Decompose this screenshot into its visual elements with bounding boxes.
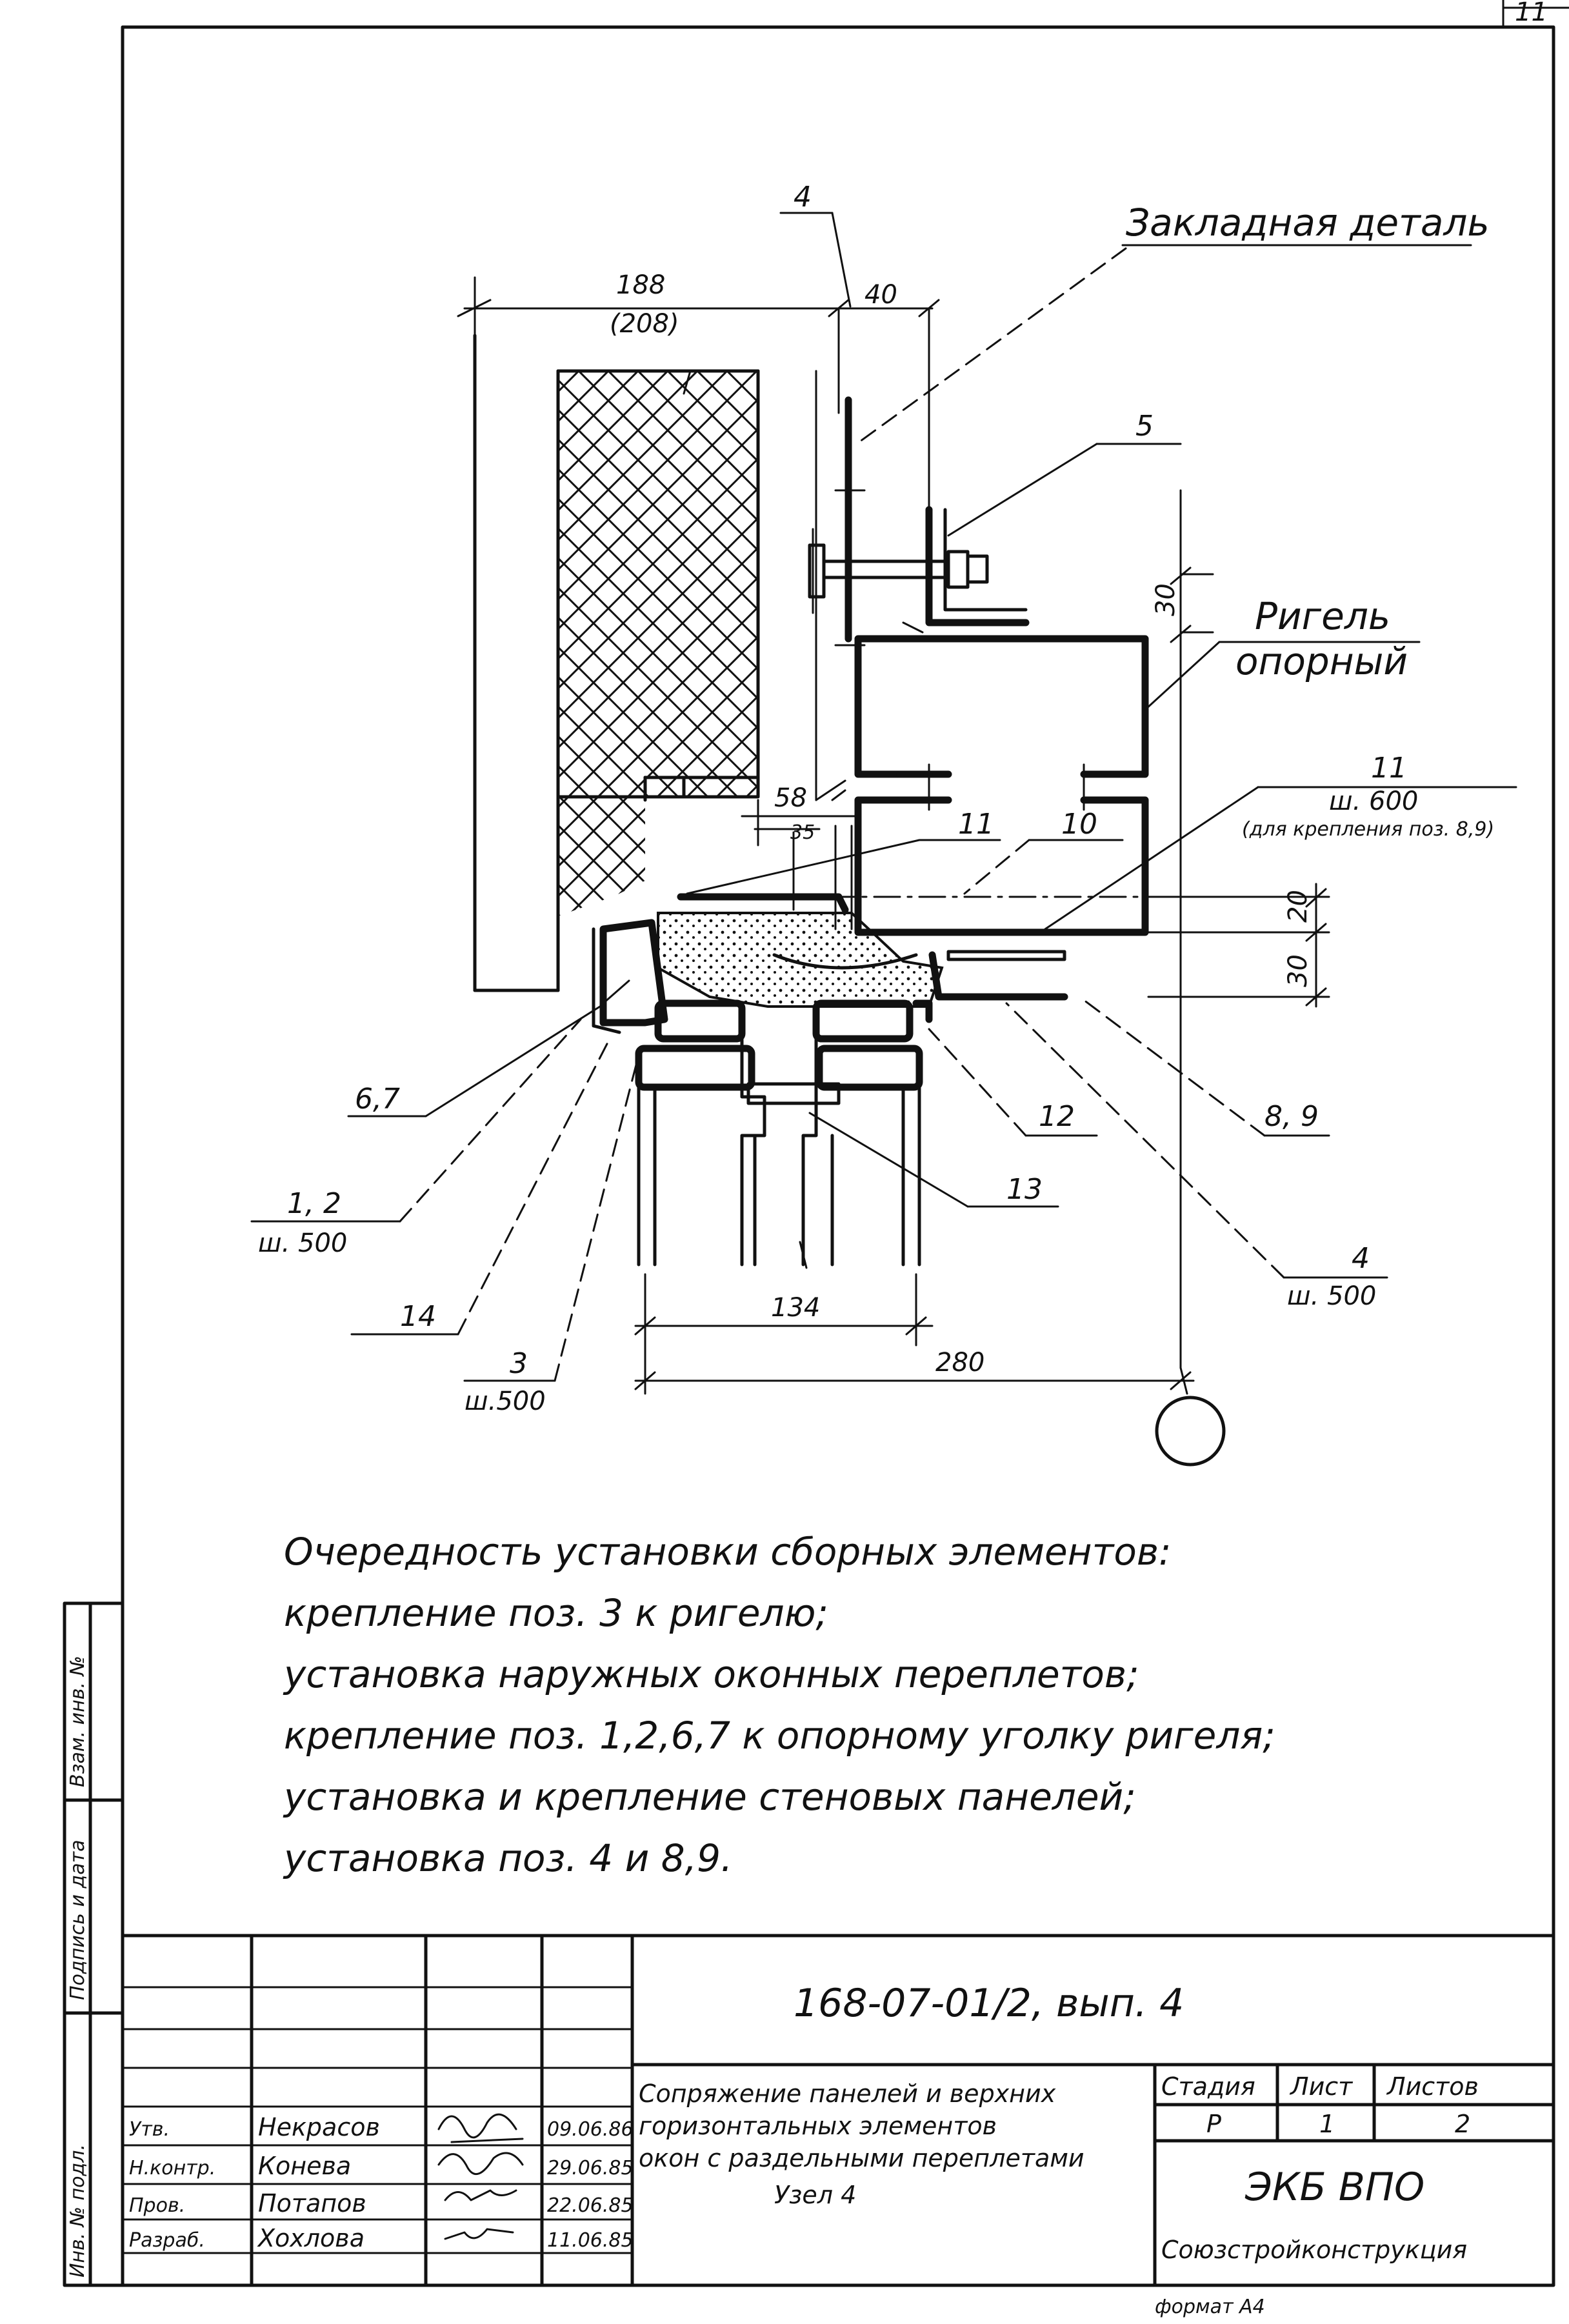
- dim-208: (208): [610, 309, 679, 339]
- sheets-value: 2: [1455, 2110, 1470, 2138]
- tb-role-3: Пров.: [129, 2194, 185, 2217]
- tb-date-4: 11.06.85: [547, 2229, 634, 2252]
- label-pos10: 10: [1061, 808, 1097, 841]
- angle-pos5: [902, 506, 1030, 634]
- note-line-3: установка наружных оконных переплетов;: [283, 1652, 1139, 1696]
- title-line-4: Узел 4: [774, 2181, 856, 2209]
- window-sash-left: [635, 999, 766, 1267]
- title-line-2: горизонтальных элементов: [639, 2112, 997, 2140]
- dim-280: 280: [935, 1348, 984, 1377]
- title-line-1: Сопряжение панелей и верхних: [639, 2079, 1056, 2108]
- label-pos11-right-note: (для крепления поз. 8,9): [1242, 818, 1494, 841]
- signatures: [437, 2113, 524, 2240]
- note-line-4: крепление поз. 1,2,6,7 к опорному уголку…: [284, 1714, 1275, 1758]
- tb-date-2: 29.06.85: [547, 2157, 634, 2179]
- label-pos13: 13: [1006, 1173, 1043, 1206]
- sheet-header: Лист: [1289, 2072, 1354, 2101]
- leader-lines: [250, 212, 1517, 1382]
- stamp-vzam-inv: Взам. инв. №: [66, 1656, 89, 1787]
- wall-panel: [473, 334, 817, 992]
- side-stamp: [63, 1601, 125, 2287]
- label-pos4-bottom: 4: [1352, 1242, 1370, 1275]
- tb-role-4: Разраб.: [129, 2229, 205, 2252]
- label-pos3: 3: [510, 1347, 528, 1380]
- label-embedded-part: Закладная деталь: [1126, 201, 1490, 245]
- label-pos67: 6,7: [355, 1083, 400, 1116]
- dim-188: 188: [616, 270, 665, 300]
- tb-name-4: Хохлова: [257, 2224, 365, 2252]
- label-rigel-line2: опорный: [1235, 639, 1408, 683]
- label-pos11-right: 11: [1371, 752, 1407, 785]
- label-pos11-right-width: ш. 600: [1329, 786, 1418, 816]
- label-pos4-top: 4: [794, 181, 812, 214]
- label-pos12-top: 1, 2: [287, 1187, 341, 1220]
- tb-date-1: 09.06.86: [547, 2118, 634, 2141]
- label-pos12-width: ш. 500: [258, 1228, 347, 1258]
- label-pos5: 5: [1135, 410, 1154, 443]
- label-rigel-line1: Ригель: [1255, 594, 1390, 638]
- stage-value: Р: [1206, 2110, 1221, 2138]
- stamp-inv-podl: Инв. № подл.: [66, 2144, 89, 2278]
- note-line-6: установка поз. 4 и 8,9.: [283, 1836, 732, 1880]
- window-sash-right: [746, 999, 933, 1267]
- rigel-beam: [828, 489, 1182, 1369]
- sheets-header: Листов: [1386, 2072, 1479, 2101]
- label-pos89: 8, 9: [1264, 1100, 1319, 1133]
- dim-40: 40: [864, 280, 897, 310]
- dim-58: 58: [774, 783, 807, 813]
- label-pos3-width: ш.500: [465, 1387, 546, 1416]
- tb-role-2: Н.контр.: [129, 2157, 215, 2179]
- tb-name-3: Потапов: [258, 2189, 366, 2218]
- note-line-2: крепление поз. 3 к ригелю;: [284, 1591, 828, 1635]
- tb-name-1: Некрасов: [258, 2113, 380, 2141]
- axis-bubble: [1155, 1367, 1226, 1467]
- dim-134: 134: [771, 1293, 820, 1323]
- tb-date-3: 22.06.85: [547, 2194, 634, 2217]
- dim-20: 20: [1283, 890, 1313, 923]
- sheet-frame: [121, 0, 1569, 2287]
- label-pos12: 12: [1039, 1100, 1075, 1133]
- stage-header: Стадия: [1161, 2072, 1255, 2101]
- bolt-assembly: [808, 528, 989, 614]
- dim-30-bottom: 30: [1283, 954, 1313, 987]
- stamp-sign-date: Подпись и дата: [66, 1840, 89, 2001]
- format-note: формат А4: [1155, 2296, 1265, 2318]
- label-pos11-left: 11: [958, 808, 994, 841]
- org-line-2: Союзстройконструкция: [1161, 2236, 1467, 2264]
- org-line-1: ЭКБ ВПО: [1244, 2165, 1424, 2210]
- doc-code: 168-07-01/2, вып. 4: [794, 1981, 1184, 2026]
- title-line-3: окон с раздельными переплетами: [639, 2144, 1084, 2172]
- label-pos14: 14: [400, 1300, 436, 1333]
- label-pos4-bottom-width: ш. 500: [1287, 1281, 1376, 1311]
- title-block: [121, 1934, 1555, 2287]
- sheet-mark: 11: [1515, 0, 1548, 27]
- tb-role-1: Утв.: [129, 2118, 170, 2141]
- dimension-lines: [457, 276, 1330, 1395]
- dim-35: 35: [790, 821, 815, 844]
- note-line-1: Очередность установки сборных элементов:: [284, 1530, 1172, 1574]
- dim-30-top: 30: [1151, 583, 1181, 616]
- sheet-value: 1: [1319, 2110, 1335, 2138]
- tb-name-2: Конева: [258, 2152, 351, 2180]
- note-line-5: установка и крепление стеновых панелей;: [283, 1775, 1136, 1819]
